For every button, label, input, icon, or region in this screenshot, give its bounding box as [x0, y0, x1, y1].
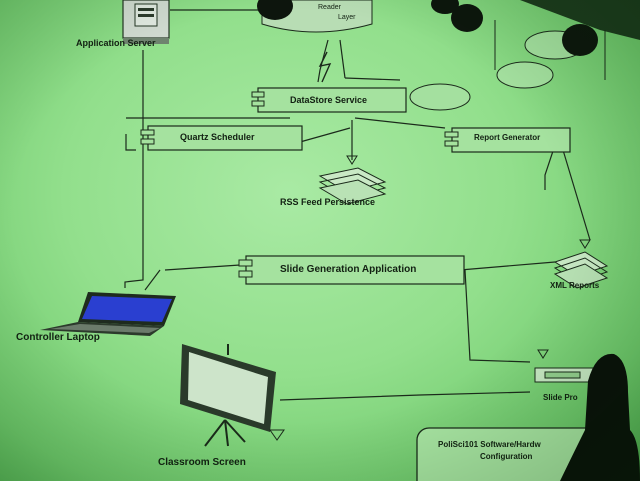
connector-lines — [124, 9, 591, 401]
reader-layer-label-2: Layer — [338, 14, 356, 21]
top-shadow — [520, 0, 640, 40]
application-server-icon — [122, 0, 170, 44]
rss-document-stack-icon — [318, 155, 387, 205]
quartz-scheduler-label: Quartz Scheduler — [180, 132, 255, 142]
report-generator-label: Report Generator — [474, 133, 541, 142]
controller-laptop-label: Controller Laptop — [16, 332, 100, 343]
xml-document-stack-icon — [553, 239, 609, 289]
top-right-nodes — [409, 0, 606, 111]
datastore-service-label: DataStore Service — [290, 95, 368, 105]
xml-reports-label: XML Reports — [550, 281, 600, 290]
classroom-screen-label: Classroom Screen — [158, 457, 246, 468]
rss-feed-persistence-label: RSS Feed Persistence — [280, 197, 376, 207]
slide-generation-application-label: Slide Generation Application — [280, 264, 417, 275]
report-generator-component — [444, 127, 571, 153]
slide-generation-component — [238, 255, 465, 285]
network-bolt-icon — [318, 51, 332, 83]
configuration-title-line-1: PoliSci101 Software/Hardw — [438, 440, 541, 449]
projection-screen-icon — [180, 344, 285, 447]
quartz-scheduler-component — [140, 125, 303, 151]
pointing-hand-shadow — [560, 353, 640, 481]
datastore-service-component — [251, 87, 407, 113]
reader-layer-label-1: Reader — [318, 4, 341, 11]
application-server-label: Application Server — [76, 38, 156, 48]
reader-layer-node — [257, 0, 373, 33]
configuration-title-line-2: Configuration — [480, 452, 533, 461]
laptop-icon — [40, 292, 176, 336]
slide-projector-label: Slide Pro — [543, 393, 578, 402]
